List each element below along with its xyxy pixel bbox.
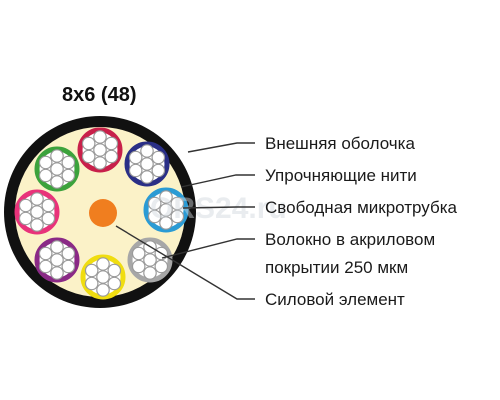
fiber [30,192,44,206]
leader-line-fiber [161,238,255,259]
fiber [131,246,146,261]
fiber [170,196,185,211]
fiber [50,240,64,254]
fiber [93,143,107,157]
watermark: ORS24.ru [150,192,287,225]
label-fiber-line2: покрытии 250 мкм [265,258,408,277]
microtube-green [34,146,80,192]
label-fiber-line1: Волокно в акриловом [265,230,435,249]
fiber [84,263,99,278]
label-outer-jacket: Внешняя оболочка [265,134,415,153]
fiber [143,253,157,267]
microtube-pink [14,189,60,235]
leader-lines [115,142,255,300]
fiber [50,266,64,280]
microtube-yellow [80,254,126,300]
fiber [107,263,122,278]
fiber [18,198,33,213]
label-strength-yarns: Упрочняющие нити [265,166,417,185]
microtube-group [14,127,189,300]
fiber [140,157,154,171]
fiber [147,209,162,224]
fiber [18,211,33,226]
microtube-light-blue [143,187,189,233]
fiber [96,270,110,284]
fiber [131,259,146,274]
fiber [151,150,166,165]
microtube-gray [127,237,173,283]
label-list: Внешняя оболочка Упрочняющие нити Свобод… [265,134,458,309]
microtube-violet [34,237,80,283]
fiber [96,257,110,271]
fiber [38,168,53,183]
fiber [104,136,119,151]
fiber [140,144,154,158]
fiber [128,150,143,165]
fiber [107,276,122,291]
fiber [38,259,53,274]
fiber [30,218,44,232]
fiber [61,155,76,170]
fiber [96,283,110,297]
label-central-member: Силовой элемент [265,290,405,309]
fiber [151,163,166,178]
fiber [50,253,64,267]
fiber [50,175,64,189]
microtube-blue [124,141,170,187]
fiber [38,155,53,170]
fiber [159,190,173,204]
fiber [143,266,157,280]
fiber [159,216,173,230]
fiber [93,130,107,144]
fiber [154,259,169,274]
fiber [81,136,96,151]
fiber [38,246,53,261]
fiber [50,162,64,176]
fiber [81,149,96,164]
leader-line-loose-microtube [182,206,255,209]
fiber [159,203,173,217]
microtube-red [77,127,123,173]
leader-line-outer-jacket [187,142,255,153]
fiber [61,259,76,274]
fiber [147,196,162,211]
central-strength-member [89,199,117,227]
fiber [50,149,64,163]
fiber [61,246,76,261]
diagram-title: 8x6 (48) [62,84,137,106]
leader-line-strength-yarns [180,174,255,188]
fiber [93,156,107,170]
cable-cross-section [4,116,196,308]
leader-line-central-member [115,225,255,300]
fiber [61,168,76,183]
fiber [30,205,44,219]
fiber [84,276,99,291]
label-loose-microtube: Свободная микротрубка [265,198,458,217]
fiber [170,209,185,224]
fiber [41,198,56,213]
fiber [41,211,56,226]
fiber [104,149,119,164]
fiber [140,170,154,184]
fiber [128,163,143,178]
